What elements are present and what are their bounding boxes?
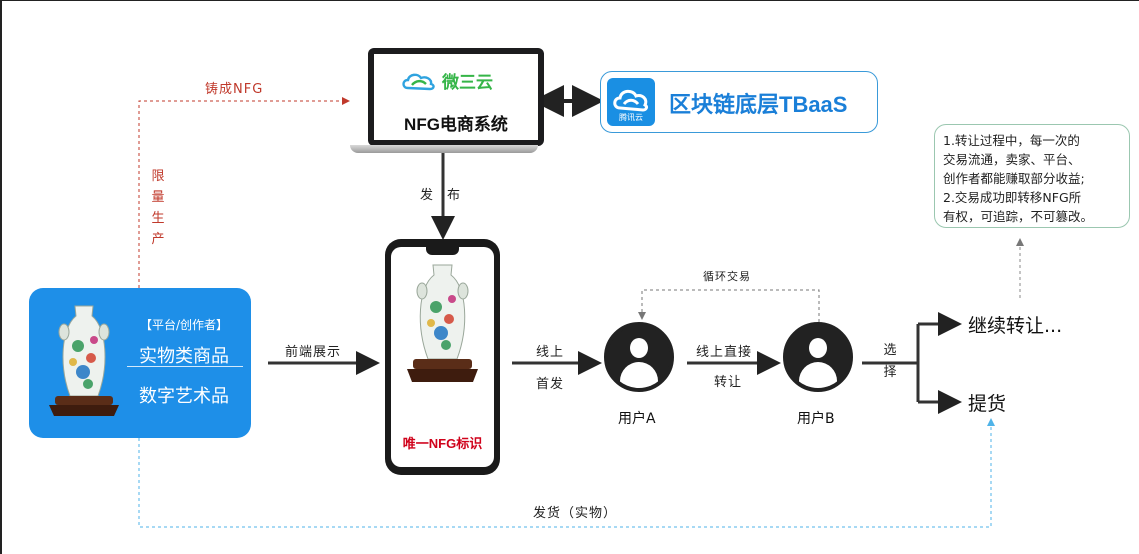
user-b-label: 用户B [797,411,835,427]
vase-image-icon [49,305,119,416]
vase-image-icon [407,264,478,382]
ship-label: 发货（实物） [533,506,618,521]
system-title: NFG电商系统 [404,115,508,134]
phone-mockup: 唯一NFG标识 [385,239,500,475]
item-digital: 数字艺术品 [139,386,229,407]
user-b-avatar-icon [783,322,853,392]
laptop-base [350,145,538,153]
ecommerce-laptop: 微三云 NFG电商系统 [368,48,544,146]
phone-screen: 唯一NFG标识 [391,247,494,467]
user-a-label: 用户A [618,411,656,427]
pickup-label: 提货 [968,393,1007,415]
direct-label-bottom: 转让 [714,375,743,390]
mint-label: 铸成NFG [205,82,264,97]
note-line: 有权，可追踪，不可篡改。 [943,209,1094,224]
tbaas-label: 区块链底层TBaaS [669,92,848,117]
note-line: 创作者都能赚取部分收益; [943,171,1085,186]
limited-production-label: 限量生产 [151,169,165,247]
weisanyun-logo: 微三云 [400,68,493,93]
product-card: 【平台/创作者】 实物类商品 数字艺术品 [29,288,251,438]
note-box: 1.转让过程中，每一次的 交易流通，卖家、平台、 创作者都能赚取部分收益; 2.… [934,124,1130,228]
tencent-cloud-icon: 腾讯云 [607,78,655,126]
direct-label-top: 线上直接 [696,345,753,360]
cycle-trade-connector [638,289,820,322]
ship-connector [138,418,995,528]
choose-label: 选择 [883,343,897,380]
tbaas-box: 腾讯云 区块链底层TBaaS [600,71,878,133]
publish-label: 发布 [420,188,475,203]
creator-tag: 【平台/创作者】 [139,318,229,332]
frontend-display-label: 前端展示 [285,345,342,360]
nfg-tag: 唯一NFG标识 [402,436,483,451]
phone-notch [426,247,459,255]
tencent-cloud-caption: 腾讯云 [619,113,643,122]
note-line: 1.转让过程中，每一次的 [943,133,1080,148]
cloud-logo-icon [402,73,435,90]
note-line: 2.交易成功即转移NFG所 [943,190,1082,205]
cycle-trade-label: 循环交易 [703,270,751,283]
mint-connector [138,97,350,288]
online-label-bottom: 首发 [536,377,565,392]
online-label-top: 线上 [536,345,565,360]
note-line: 交易流通，卖家、平台、 [943,152,1081,167]
item-physical: 实物类商品 [139,346,229,367]
user-a-avatar-icon [604,322,674,392]
continue-transfer-label: 继续转让... [968,315,1063,337]
logo-text: 微三云 [442,73,493,93]
card-divider [127,366,243,367]
